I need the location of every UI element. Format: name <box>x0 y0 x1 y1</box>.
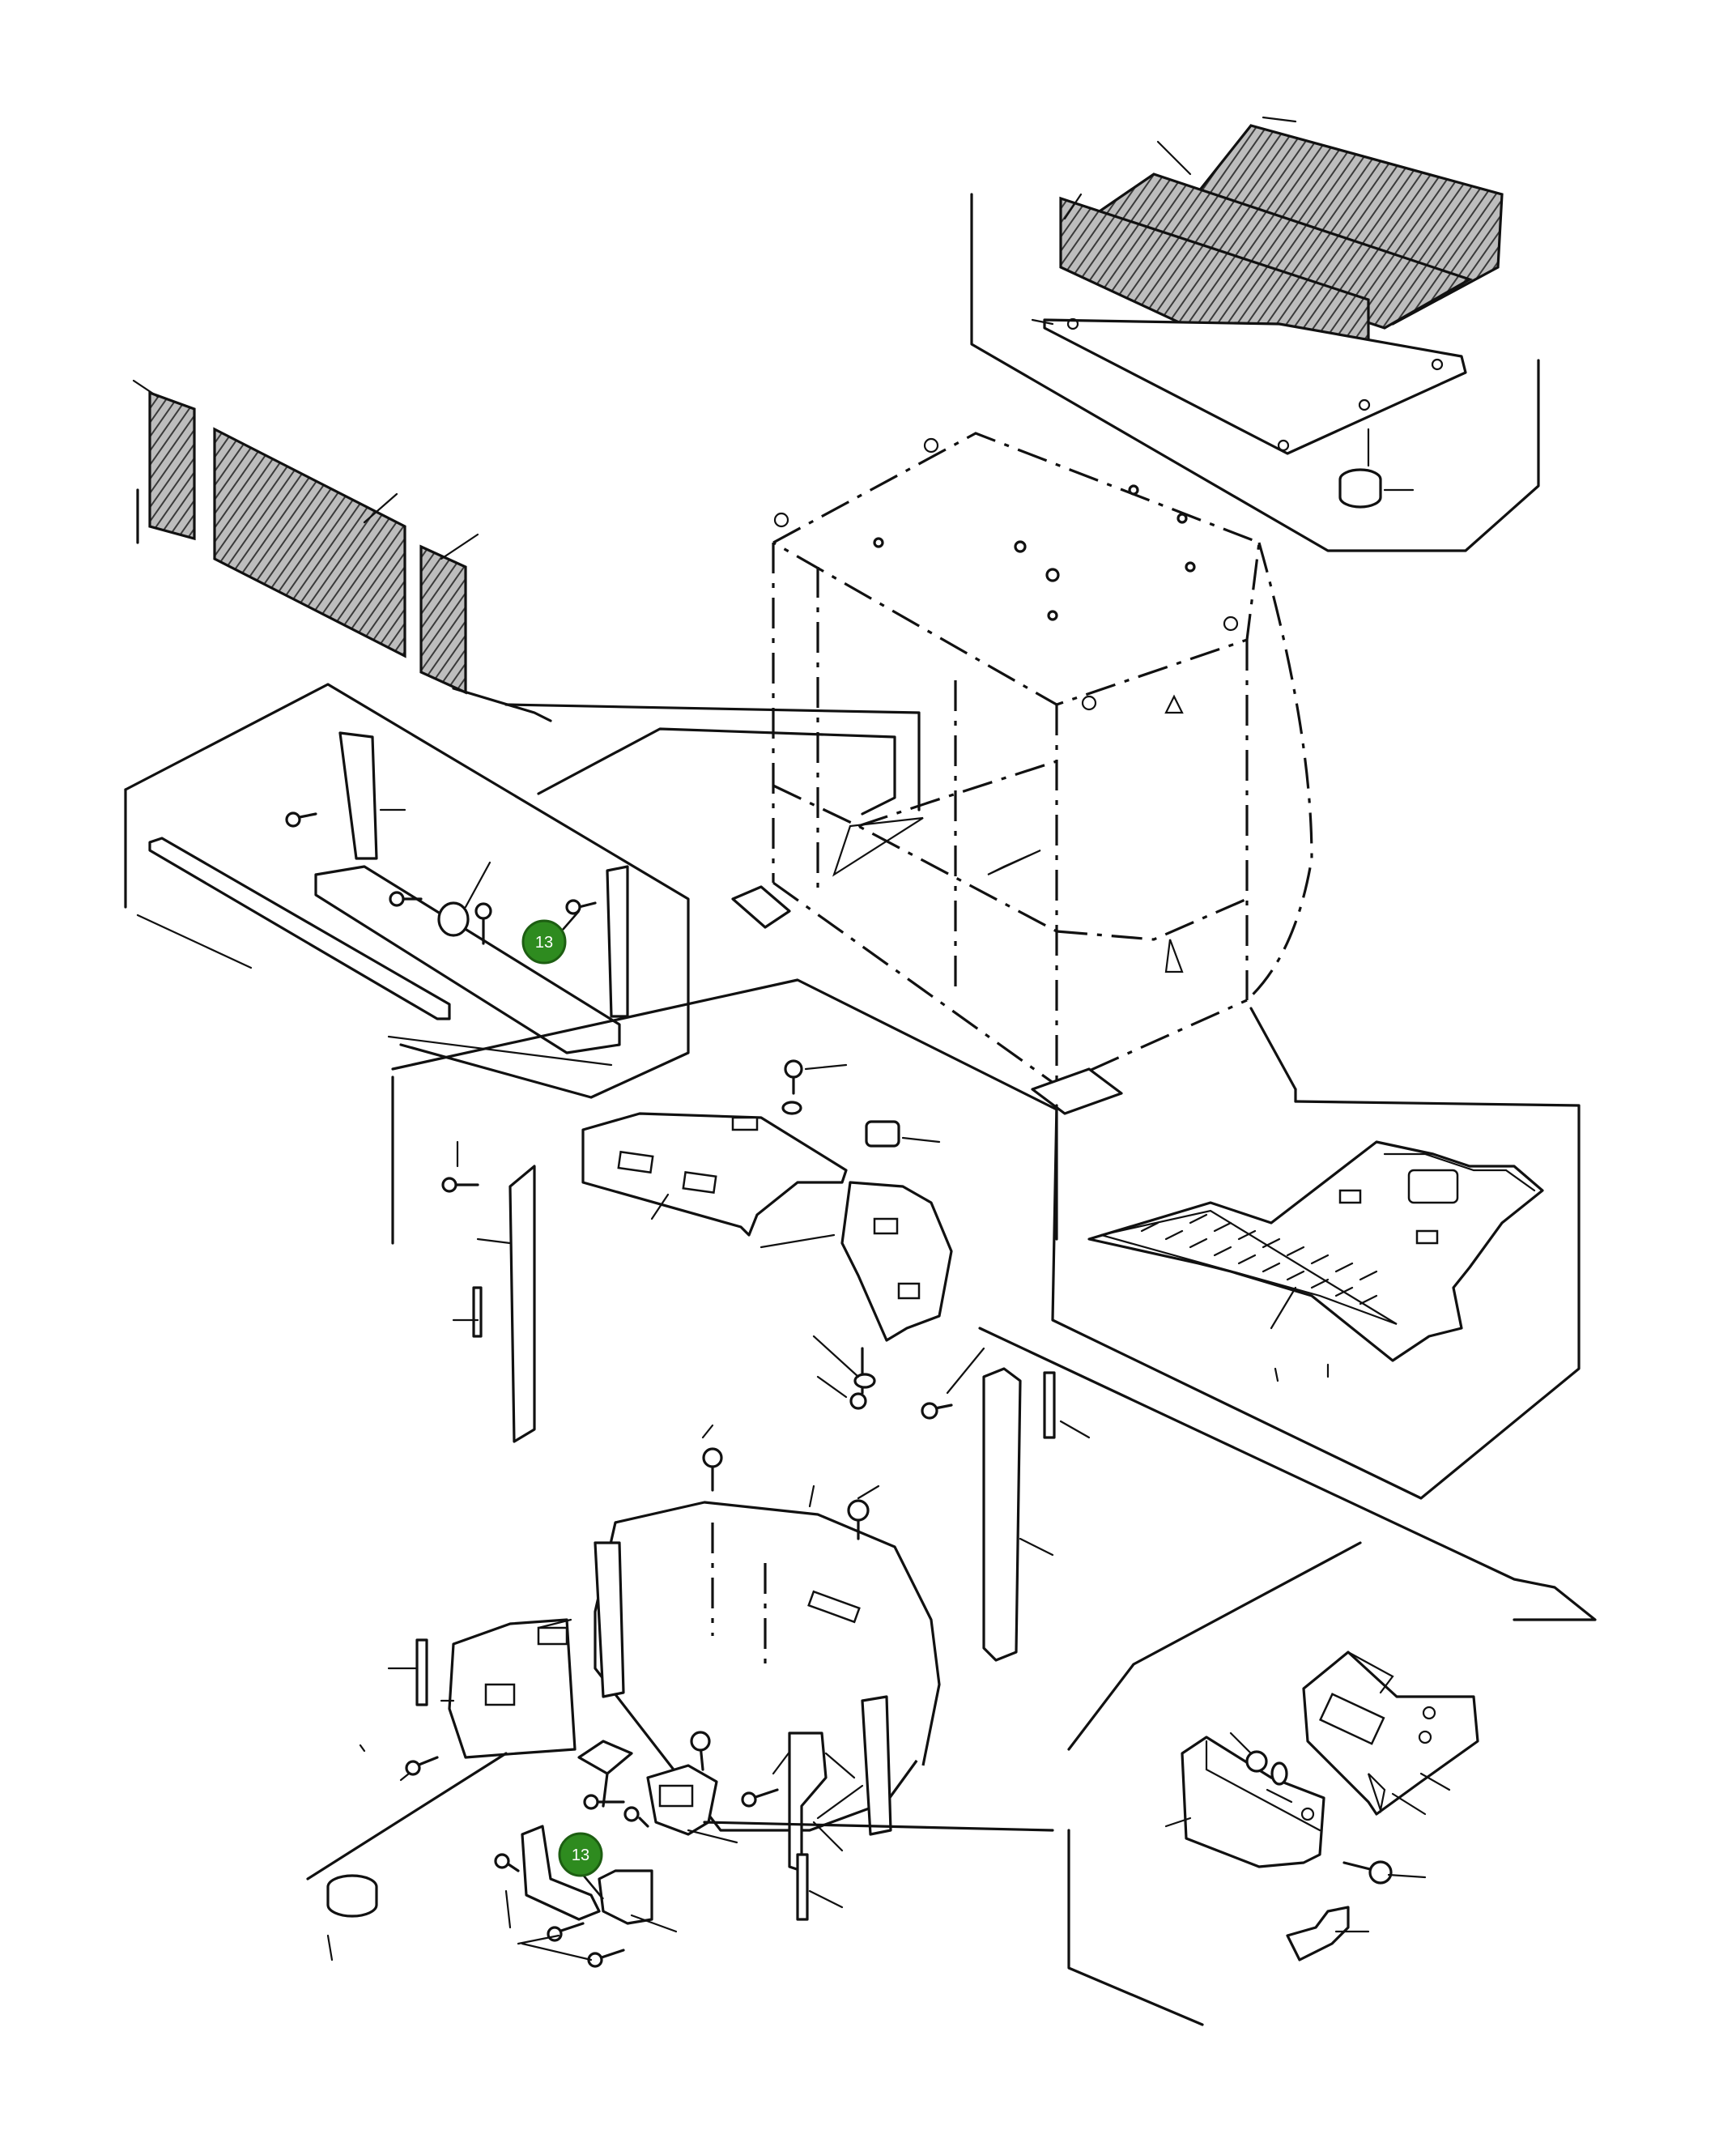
washer[interactable] <box>1245 1750 1268 1773</box>
bolt[interactable] <box>494 1853 520 1872</box>
bolt[interactable] <box>285 811 317 828</box>
callout-lower[interactable]: 13 <box>558 1832 604 1900</box>
bolt[interactable] <box>587 1949 625 1968</box>
console-bracket-group <box>391 978 1058 1443</box>
rear-cover-lip[interactable] <box>615 1501 941 1766</box>
pin[interactable] <box>1043 1371 1056 1439</box>
bolt[interactable] <box>921 1402 953 1420</box>
grommet[interactable] <box>326 1874 378 1918</box>
washer[interactable] <box>1270 1761 1288 1786</box>
roof-mat-center[interactable] <box>1074 173 1473 330</box>
lower-center-parts <box>577 1731 1054 1921</box>
callout-lower-label: 13 <box>572 1846 589 1864</box>
door-post-cover[interactable] <box>338 731 378 860</box>
small-bracket[interactable] <box>521 1825 601 1921</box>
bolt[interactable] <box>623 1806 649 1828</box>
seal-strip[interactable] <box>148 837 451 1020</box>
callout-upper-label: 13 <box>535 934 553 952</box>
cab-frame <box>504 432 1313 1115</box>
floor-mat-group <box>1051 1007 1581 1500</box>
washer[interactable] <box>781 1101 802 1115</box>
rear-cover-post[interactable] <box>594 1541 625 1698</box>
vertical-trim-group <box>978 1327 1597 1662</box>
bolt[interactable] <box>784 1059 803 1095</box>
lower-trim[interactable] <box>314 865 621 1054</box>
bolt[interactable] <box>547 1922 585 1942</box>
cab-foot-left <box>731 885 791 929</box>
bolt[interactable] <box>405 1756 439 1776</box>
bolt[interactable] <box>741 1788 779 1808</box>
bolt[interactable] <box>849 1347 876 1410</box>
callout-upper[interactable]: 13 <box>521 910 580 965</box>
bolt[interactable] <box>565 899 597 915</box>
hinge-bracket[interactable] <box>1302 1651 1479 1816</box>
lower-left-parts <box>306 1618 577 1961</box>
vertical-trim[interactable] <box>982 1367 1022 1662</box>
side-screen-group <box>132 379 552 722</box>
rear-cover-group <box>594 1424 941 1836</box>
pin[interactable] <box>472 1286 483 1338</box>
rear-cover-post-right[interactable] <box>861 1695 892 1836</box>
console-bracket-upper[interactable] <box>581 1112 848 1237</box>
roof-plate[interactable] <box>1043 318 1467 455</box>
bolt[interactable] <box>1342 1860 1393 1885</box>
side-screen-right[interactable] <box>419 544 467 695</box>
bolt[interactable] <box>583 1794 625 1810</box>
door-seal-group <box>124 683 690 1099</box>
bolt[interactable] <box>690 1731 711 1771</box>
pin[interactable] <box>415 1638 428 1706</box>
console-bracket-side[interactable] <box>840 1181 953 1342</box>
lower-bracket-group <box>494 1825 678 1968</box>
bracket-vertical[interactable] <box>788 1731 828 1872</box>
hinge-cover[interactable] <box>1181 1736 1325 1868</box>
bolt[interactable] <box>847 1499 870 1540</box>
small-bracket-2[interactable] <box>598 1869 653 1925</box>
bolt[interactable] <box>702 1447 723 1492</box>
floor-mat-slots <box>1140 1213 1378 1306</box>
latch-plate[interactable] <box>1286 1906 1350 1961</box>
side-screen-center[interactable] <box>213 427 406 658</box>
cab-foot-right <box>1031 1067 1123 1115</box>
door-post-right[interactable] <box>606 865 629 1018</box>
bolt[interactable] <box>389 891 423 907</box>
bolt[interactable] <box>441 1177 479 1193</box>
bolt[interactable] <box>474 902 492 945</box>
side-screen-left[interactable] <box>148 390 196 541</box>
mount-plate[interactable] <box>577 1740 633 1775</box>
bushing[interactable] <box>437 901 470 937</box>
pin[interactable] <box>796 1853 809 1921</box>
side-trim-strip[interactable] <box>508 1165 536 1443</box>
hinge-group <box>1067 1541 1479 2026</box>
rubber-stop[interactable] <box>865 1120 900 1148</box>
roof-mat-group <box>970 116 1540 552</box>
roof-plug[interactable] <box>1338 468 1382 509</box>
